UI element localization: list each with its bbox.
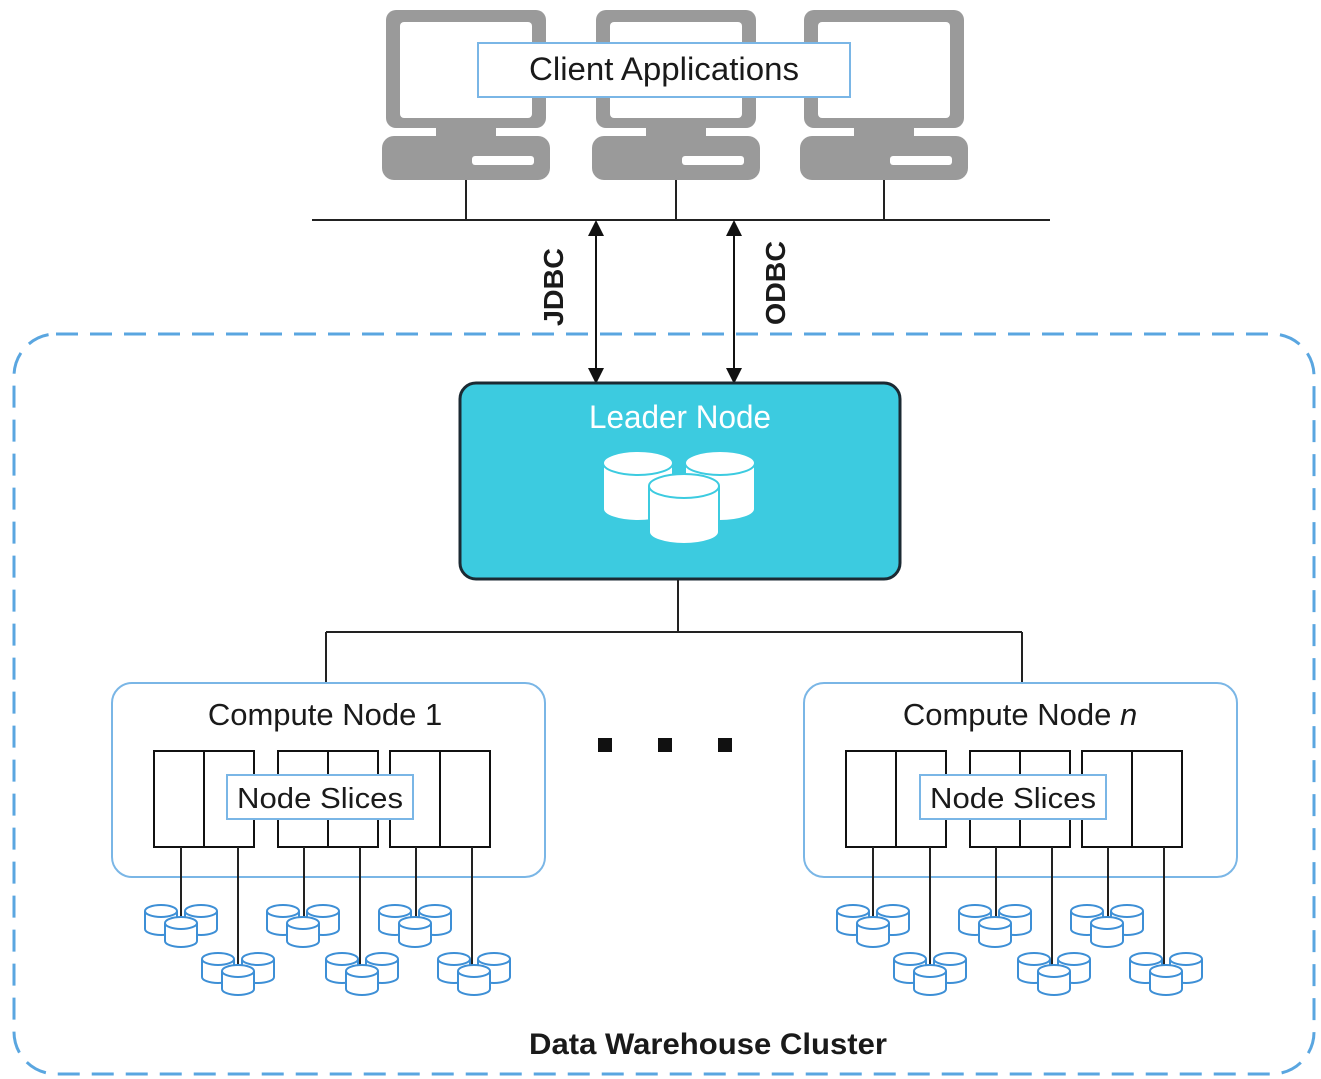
- client-applications: Client Applications: [312, 10, 1050, 221]
- node-slices-box: [919, 774, 1107, 820]
- ellipsis: [598, 738, 732, 752]
- jdbc-label: JDBC: [538, 248, 569, 326]
- client-applications-label: Client Applications: [529, 51, 799, 87]
- leader-to-compute-connectors: [325, 580, 1023, 683]
- leader-node: Leader Node: [458, 381, 902, 581]
- node-slices-box: [226, 774, 414, 820]
- leader-node-label: Leader Node: [589, 399, 771, 435]
- compute-node-n-label: Compute Node n: [903, 697, 1137, 732]
- odbc-label: ODBC: [760, 241, 791, 325]
- database-disk-icon: [145, 905, 510, 995]
- protocol-connections: JDBC ODBC: [538, 220, 791, 384]
- node-slices-label: Node Slices: [930, 783, 1096, 815]
- cluster-boundary: [12, 332, 1316, 1076]
- cluster-label: Data Warehouse Cluster: [529, 1028, 887, 1061]
- database-disk-icon: [837, 905, 1202, 995]
- node-slices-label: Node Slices: [237, 783, 403, 815]
- client-applications-box: [477, 42, 851, 98]
- compute-node-1-label: Compute Node 1: [208, 697, 442, 732]
- compute-node-n: Compute Node n Node Slices: [803, 682, 1238, 995]
- compute-node-1: Compute Node 1 Node Slices: [111, 682, 546, 995]
